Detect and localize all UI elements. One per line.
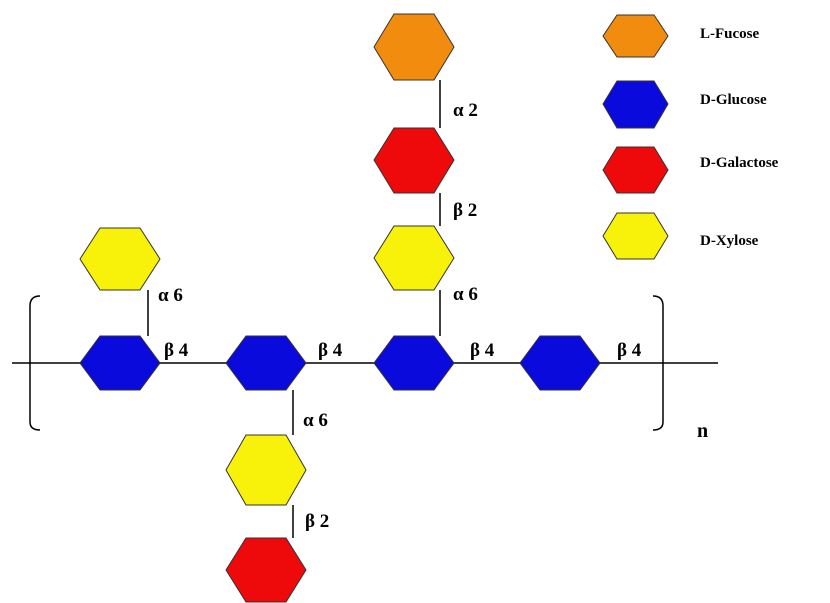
legend-label: D-Galactose [700, 155, 779, 171]
linkage-label: α 6 [303, 410, 328, 431]
glucose-hexagon [519, 335, 601, 391]
linkage-label: β 2 [305, 511, 329, 532]
linkage-label: α 6 [453, 284, 478, 305]
repeat-bracket-left [29, 295, 41, 431]
glucose-hexagon [79, 335, 161, 391]
legend: L-Fucose D-Glucose D-Galactose D-Xylose [602, 14, 779, 260]
legend-fucose-swatch [602, 14, 669, 58]
linkage-label: β 4 [318, 340, 343, 361]
xylose-hexagon [373, 225, 455, 291]
fucose-hexagon [373, 13, 455, 81]
linkage-label: β 4 [164, 340, 189, 361]
xylose-hexagon [225, 434, 307, 506]
repeat-bracket-right [652, 295, 664, 431]
legend-glucose-swatch [602, 80, 669, 129]
linkage-label: β 4 [617, 340, 642, 361]
legend-xylose-swatch [602, 212, 669, 260]
linkage-label: β 2 [453, 200, 477, 221]
galactose-hexagon [373, 127, 455, 194]
galactose-hexagon [225, 537, 307, 603]
legend-galactose-swatch [602, 146, 669, 194]
repeat-count-label: n [697, 420, 708, 442]
legend-label: L-Fucose [700, 26, 760, 42]
linkage-label: α 6 [158, 285, 183, 306]
linkage-label: β 4 [470, 340, 495, 361]
legend-label: D-Glucose [700, 92, 767, 108]
glucose-hexagon [225, 335, 307, 391]
legend-label: D-Xylose [700, 233, 759, 249]
linkage-label: α 2 [453, 100, 478, 121]
xylose-hexagon [79, 227, 161, 291]
glucose-hexagon [373, 335, 455, 391]
